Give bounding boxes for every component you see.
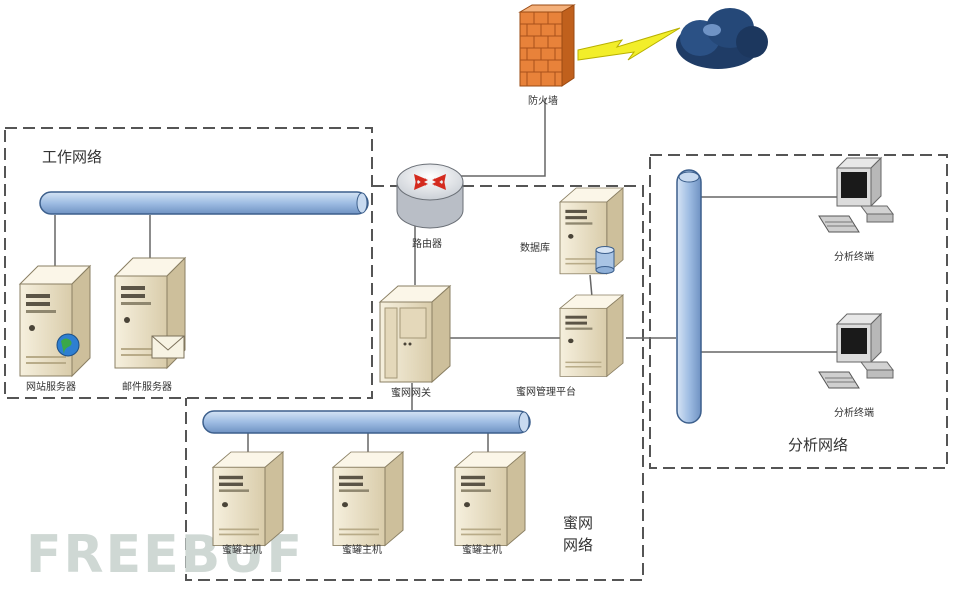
analysis-network-zone: [649, 154, 948, 469]
honeypot-host-3-icon: [454, 451, 526, 546]
lightning-icon: [577, 27, 681, 61]
honeynet-label-line1: 蜜网: [563, 514, 593, 532]
honeypot-host-1-icon: [212, 451, 284, 546]
honeynet-bus: [202, 410, 531, 434]
honeynet-label-line2: 网络: [563, 536, 593, 554]
analysis-terminal-2-icon: [818, 313, 894, 389]
honeypot-host-2-label: 蜜罐主机: [342, 543, 382, 556]
honeypot-host-2-icon: [332, 451, 404, 546]
analysis-terminal-2-label: 分析终端: [834, 406, 874, 419]
database-label: 数据库: [520, 241, 550, 254]
honeynet-mgmt-label: 蜜网管理平台: [516, 385, 576, 398]
router-icon: [396, 163, 464, 229]
work-network-label: 工作网络: [42, 148, 102, 166]
web-server-icon: [19, 265, 91, 377]
honeypot-host-3-label: 蜜罐主机: [462, 543, 502, 556]
honeynet-zone: [185, 185, 644, 581]
web-server-label: 网站服务器: [26, 380, 76, 393]
honeypot-host-1-label: 蜜罐主机: [222, 543, 262, 556]
analysis-terminal-1-label: 分析终端: [834, 250, 874, 263]
firewall-icon: [518, 4, 576, 87]
database-icon: [559, 187, 624, 275]
analysis-network-bus: [676, 169, 702, 424]
firewall-label: 防火墙: [528, 94, 558, 107]
honeynet-gateway-label: 蜜网网关: [391, 386, 431, 399]
work-network-bus: [39, 191, 369, 215]
router-label: 路由器: [412, 237, 442, 250]
mail-server-icon: [114, 257, 186, 369]
cloud-icon: [676, 8, 768, 69]
connection-lines: [54, 98, 842, 455]
work-network-zone: [4, 127, 373, 399]
honeynet-gateway-icon: [378, 284, 452, 384]
analysis-terminal-1-icon: [818, 157, 894, 233]
mail-server-label: 邮件服务器: [122, 380, 172, 393]
honeynet-mgmt-icon: [559, 294, 624, 377]
analysis-network-label: 分析网络: [788, 436, 848, 454]
